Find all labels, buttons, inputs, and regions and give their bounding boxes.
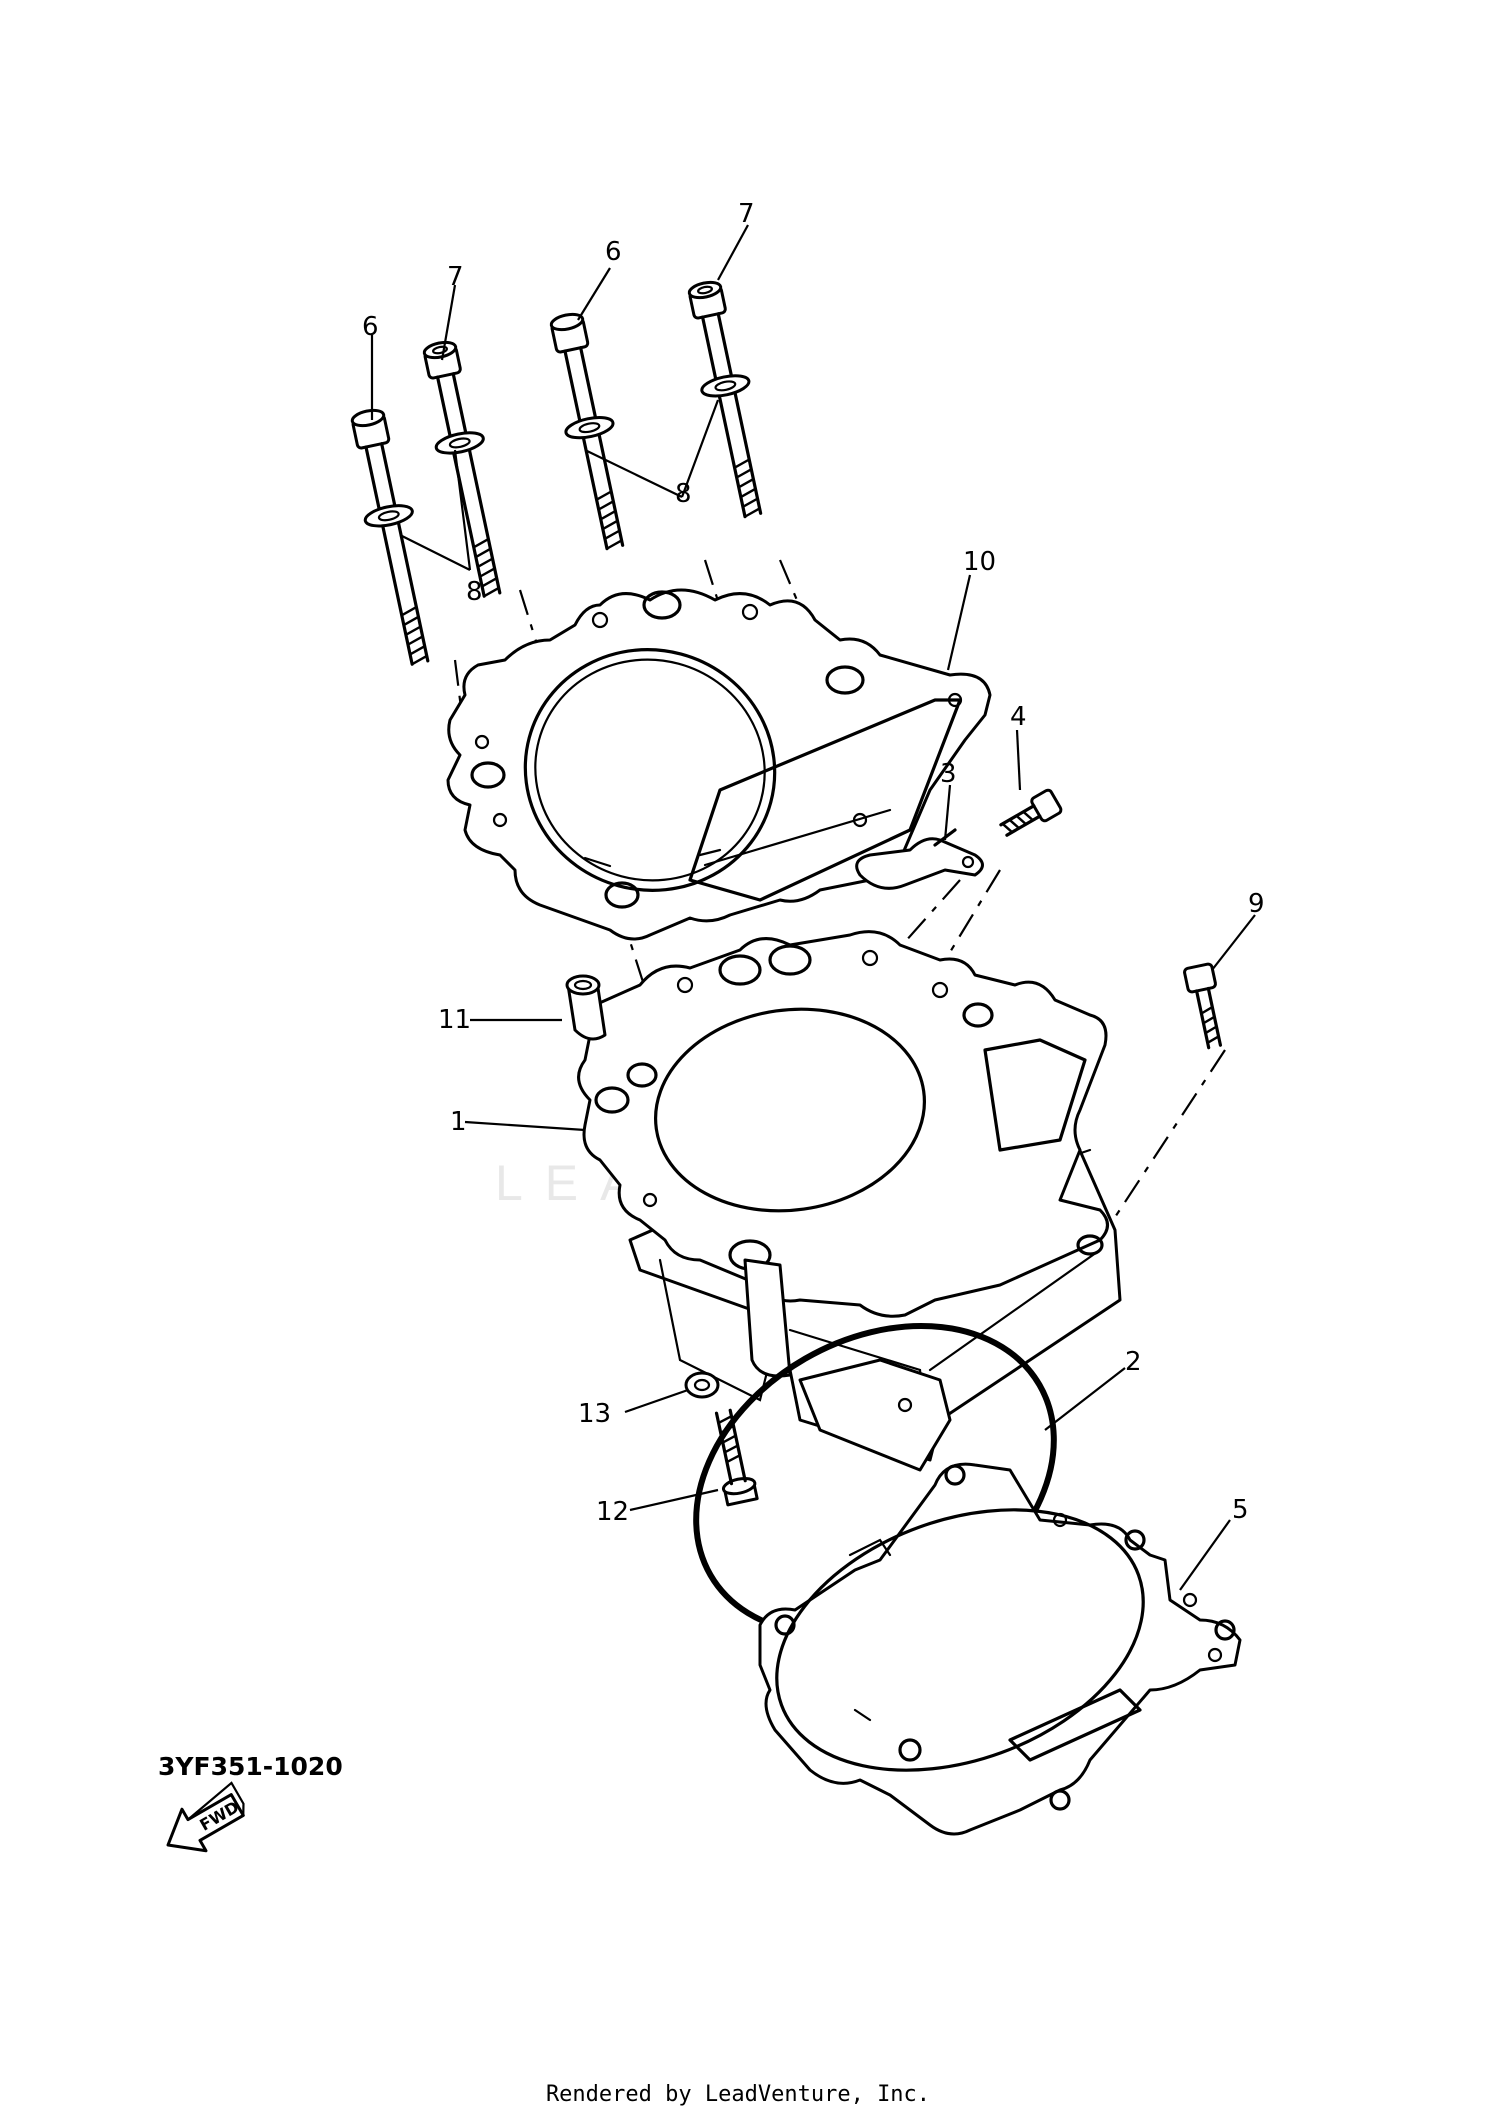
washer-13 <box>684 1371 720 1399</box>
cylinder-block <box>577 930 1122 1472</box>
callout-4: 4 <box>1010 702 1027 732</box>
fwd-arrow-icon: FWD <box>166 1781 245 1853</box>
leader-lines <box>370 224 1256 1591</box>
bolt-part-12 <box>714 1408 759 1507</box>
callout-5: 5 <box>1232 1495 1249 1525</box>
chain-guide-bracket <box>855 828 984 890</box>
callout-2: 2 <box>1125 1347 1142 1377</box>
callout-6-right: 6 <box>605 237 622 267</box>
footer-text: Rendered by LeadVenture, Inc. <box>545 2082 931 2107</box>
callout-8-left: 8 <box>466 577 483 607</box>
callout-12: 12 <box>596 1497 629 1527</box>
bolt-part-9 <box>1183 962 1223 1050</box>
dowel-pin-11 <box>565 974 607 1041</box>
callouts: 6 7 6 7 8 8 10 4 3 9 11 1 2 5 13 12 <box>362 199 1265 1527</box>
head-gasket <box>446 588 992 941</box>
callout-9: 9 <box>1248 889 1265 919</box>
callout-6-left: 6 <box>362 312 379 342</box>
callout-8-right: 8 <box>675 479 692 509</box>
callout-1: 1 <box>450 1107 467 1137</box>
diagram-code: 3YF351-1020 <box>158 1752 343 1781</box>
callout-7-right: 7 <box>738 199 755 229</box>
callout-7-left: 7 <box>447 262 464 292</box>
callout-13: 13 <box>578 1399 611 1429</box>
cylinder-bolts <box>350 280 763 666</box>
callout-3: 3 <box>940 759 957 789</box>
callout-11: 11 <box>438 1005 471 1035</box>
base-gasket-5 <box>758 1462 1242 1836</box>
screw-part-4 <box>999 788 1063 837</box>
footer-credit: Rendered by LeadVenture, Inc. <box>0 2082 1500 2107</box>
callout-10: 10 <box>963 547 996 577</box>
